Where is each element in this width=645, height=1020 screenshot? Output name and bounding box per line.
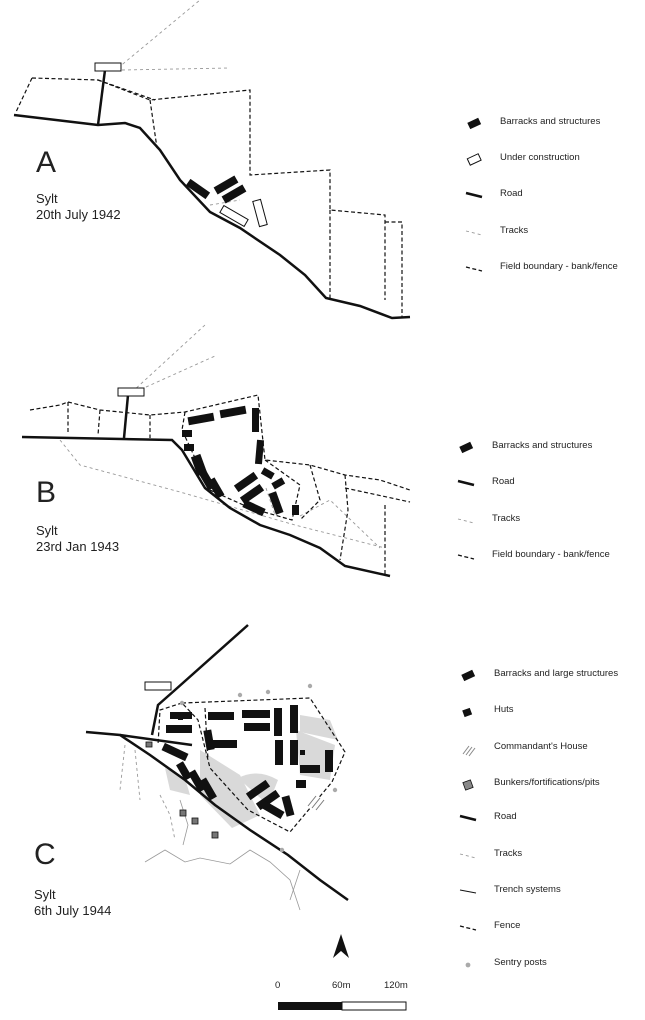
bunkers-c	[145, 741, 219, 839]
commandant-house-swatch-icon	[462, 745, 476, 757]
legend-c-label: Sentry posts	[494, 957, 547, 968]
road-swatch-icon	[465, 191, 483, 199]
panel-c: C Sylt 6th July 1944 Barracks and large …	[0, 600, 645, 1020]
legend-c-huts: Huts	[458, 702, 645, 722]
under-construction-b1	[117, 387, 145, 397]
tracks-c	[119, 744, 176, 841]
barracks-a	[185, 175, 247, 204]
scale-bar: 0 60m 120m	[270, 980, 420, 1011]
tracks-swatch-icon	[457, 518, 475, 524]
panel-c-date: 6th July 1944	[34, 903, 112, 918]
field-boundary-swatch-icon	[457, 554, 475, 560]
legend-b-label: Field boundary - bank/fence	[492, 549, 610, 560]
fence-swatch-icon	[459, 925, 477, 931]
barracks-swatch-icon	[459, 441, 474, 454]
panel-b-date: 23rd Jan 1943	[36, 539, 120, 554]
legend-b-road: Road	[456, 474, 645, 494]
field-boundaries-b	[29, 394, 411, 575]
legend-c-tracks: Tracks	[458, 846, 645, 866]
legend-a-label: Road	[500, 188, 523, 199]
road-a	[13, 69, 411, 320]
scale-label-60: 60m	[332, 980, 351, 991]
barracks-b	[182, 405, 299, 517]
legend-b-label: Barracks and structures	[492, 440, 593, 451]
legend-b-label: Tracks	[492, 513, 521, 524]
commandant-house-c	[306, 795, 325, 811]
legend-a-tracks: Tracks	[464, 223, 645, 243]
legend-c-trench: Trench systems	[458, 882, 645, 902]
legend-c-label: Road	[494, 811, 517, 822]
road-swatch-icon	[457, 479, 475, 487]
barracks-swatch-icon	[467, 117, 482, 130]
field-boundary-swatch-icon	[465, 266, 483, 272]
legend-c-road: Road	[458, 809, 645, 829]
legend-a-under: Under construction	[464, 150, 645, 170]
trenches-c	[144, 799, 301, 911]
legend-c-label: Barracks and large structures	[494, 668, 619, 679]
panel-c-place: Sylt	[34, 887, 56, 902]
legend-c-label: Huts	[494, 704, 514, 715]
barracks-swatch-icon	[461, 669, 476, 682]
map-a	[13, 0, 411, 320]
legend-c-bunker: Bunkers/fortifications/pits	[458, 775, 645, 795]
legend-b-field: Field boundary - bank/fence	[456, 547, 645, 567]
legend-a-road: Road	[464, 186, 645, 206]
tracks-swatch-icon	[459, 853, 477, 859]
panel-a: A Sylt 20th July 1942 Barracks and struc…	[0, 0, 645, 330]
panel-b-place: Sylt	[36, 523, 58, 538]
panel-a-date: 20th July 1942	[36, 207, 121, 222]
panel-b: B Sylt 23rd Jan 1943 Barracks and struct…	[0, 320, 645, 590]
legend-a-field: Field boundary - bank/fence	[464, 259, 645, 279]
under-construction-a1	[94, 62, 122, 72]
legend-b-label: Road	[492, 476, 515, 487]
road-swatch-icon	[459, 814, 477, 822]
panel-c-letter: C	[34, 838, 56, 871]
legend-c-sentry: Sentry posts	[458, 955, 645, 975]
legend-c-label: Bunkers/fortifications/pits	[494, 777, 600, 788]
legend-c-label: Commandant's House	[494, 741, 588, 752]
legend-a-label: Under construction	[500, 152, 580, 163]
legend-a-barracks: Barracks and structures	[464, 114, 645, 134]
barracks-c	[161, 705, 333, 819]
huts-c	[178, 715, 305, 755]
legend-b-barracks: Barracks and structures	[456, 438, 645, 458]
panel-a-place: Sylt	[36, 191, 58, 206]
trench-swatch-icon	[459, 889, 477, 894]
panel-a-letter: A	[36, 146, 57, 179]
tracks-a	[117, 0, 241, 206]
under-construction-a	[219, 198, 268, 228]
legend-a-label: Tracks	[500, 225, 529, 236]
legend-c-fence: Fence	[458, 918, 645, 938]
legend-b-tracks: Tracks	[456, 511, 645, 531]
legend-a-label: Field boundary - bank/fence	[500, 261, 618, 272]
legend-c-commandant: Commandant's House	[458, 739, 645, 759]
sentry-posts-c	[179, 683, 338, 853]
huts-swatch-icon	[462, 707, 473, 718]
legend-c-label: Tracks	[494, 848, 523, 859]
scale-label-0: 0	[275, 980, 281, 991]
panel-b-letter: B	[36, 476, 57, 509]
map-c	[85, 624, 349, 911]
under-construction-c1	[144, 681, 172, 691]
under-construction-swatch-icon	[466, 153, 482, 166]
legend-c-label: Fence	[494, 920, 521, 931]
legend-a-label: Barracks and structures	[500, 116, 601, 127]
map-b	[21, 324, 411, 578]
legend-c-barracks: Barracks and large structures	[458, 666, 645, 686]
road-c	[85, 624, 349, 902]
tracks-swatch-icon	[465, 230, 483, 236]
north-arrow-icon	[333, 934, 349, 958]
field-boundaries-a	[15, 77, 403, 318]
road-b	[21, 394, 391, 578]
bunker-swatch-icon	[462, 779, 474, 791]
sentry-post-swatch-icon	[465, 962, 471, 968]
legend-c-label: Trench systems	[494, 884, 561, 895]
tracks-b	[59, 324, 386, 549]
scale-label-120: 120m	[384, 980, 408, 991]
scale-bar-graphic	[278, 1001, 407, 1011]
